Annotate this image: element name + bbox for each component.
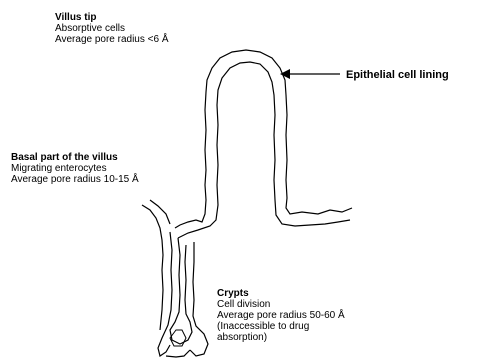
basal-villus-label: Basal part of the villus Migrating enter… xyxy=(11,152,139,185)
basal-villus-title: Basal part of the villus xyxy=(11,152,139,163)
villus-left-branch xyxy=(142,200,170,330)
villus-tip-line-2: Average pore radius <6 Å xyxy=(55,34,169,45)
basal-villus-line-1: Migrating enterocytes xyxy=(11,163,139,174)
villus-outer-outline xyxy=(175,50,352,228)
villus-tip-title: Villus tip xyxy=(55,12,169,23)
crypts-title: Crypts xyxy=(217,288,345,299)
crypts-label: Crypts Cell division Average pore radius… xyxy=(217,288,345,343)
crypts-line-3: (Inaccessible to drug xyxy=(217,321,345,332)
crypt-center-wall xyxy=(170,238,192,344)
crypts-line-2: Average pore radius 50-60 Å xyxy=(217,310,345,321)
epithelial-lining-label: Epithelial cell lining xyxy=(346,70,449,81)
basal-villus-line-2: Average pore radius 10-15 Å xyxy=(11,174,139,185)
crypts-line-1: Cell division xyxy=(217,299,345,310)
crypts-line-4: absorption) xyxy=(217,332,345,343)
villus-tip-label: Villus tip Absorptive cells Average pore… xyxy=(55,12,169,45)
villus-tip-line-1: Absorptive cells xyxy=(55,23,169,34)
